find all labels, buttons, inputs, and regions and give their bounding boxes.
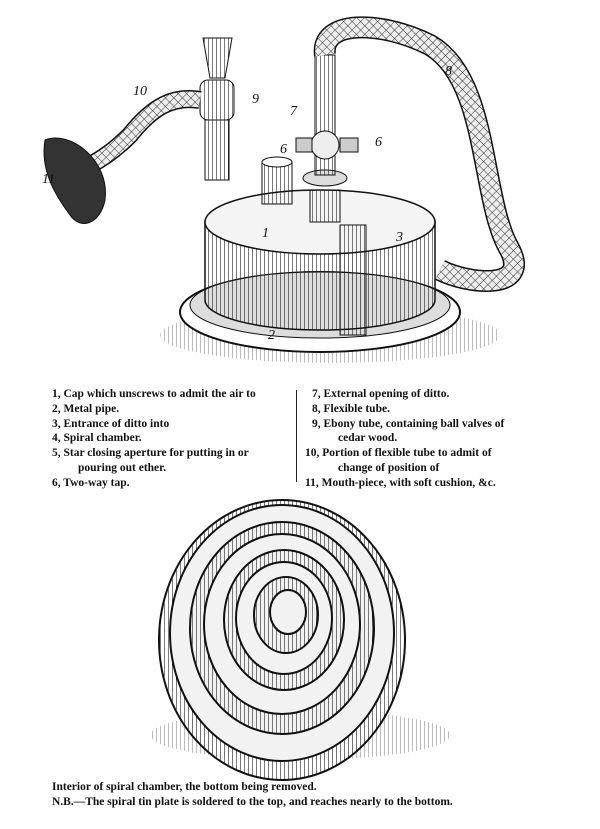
figure-label-1: 1 (262, 226, 269, 241)
caption-line-2: N.B.—The spiral tin plate is soldered to… (52, 796, 453, 808)
legend-item-continuation: cedar wood. (338, 432, 398, 445)
spiral-chamber-engraving (150, 499, 450, 781)
legend-item: 9, Ebony tube, containing ball valves of (312, 417, 505, 430)
figure-label-11: 11 (42, 172, 55, 187)
caption-line-1: Interior of spiral chamber, the bottom b… (52, 781, 317, 793)
figure-label-7: 7 (290, 104, 297, 119)
figure-label-9: 9 (252, 92, 259, 107)
legend-item-continuation: pouring out ether. (78, 461, 167, 474)
figure-label-6-right: 6 (375, 135, 382, 150)
legend-item: 10, Portion of flexible tube to admit of (305, 447, 492, 460)
figure-label-6-left: 6 (280, 142, 287, 157)
legend-item: 2, Metal pipe. (52, 402, 120, 415)
legend-item: 7, External opening of ditto. (312, 388, 450, 400)
inhaler-apparatus (43, 16, 525, 363)
legend-divider (296, 390, 297, 482)
legend-right-column: 7, External opening of ditto. 8, Flexibl… (305, 387, 504, 491)
figure-label-2: 2 (268, 328, 275, 343)
legend-item: 6, Two-way tap. (52, 476, 130, 489)
legend-item: 11, Mouth-piece, with soft cushion, &c. (305, 476, 496, 489)
legend-item: 4, Spiral chamber. (52, 432, 142, 445)
legend-item: 8, Flexible tube. (312, 402, 390, 415)
legend-item-continuation: change of position of (338, 461, 440, 474)
figure-label-3: 3 (396, 230, 403, 245)
figure-label-8: 8 (445, 64, 452, 79)
legend-item: 3, Entrance of ditto into (52, 417, 170, 430)
figure-label-10: 10 (133, 84, 147, 99)
legend-left-column: 1, Cap which unscrews to admit the air t… (52, 387, 256, 491)
legend-item: 5, Star closing aperture for putting in … (52, 447, 249, 460)
legend-item: 1, Cap which unscrews to admit the air t… (52, 388, 256, 400)
